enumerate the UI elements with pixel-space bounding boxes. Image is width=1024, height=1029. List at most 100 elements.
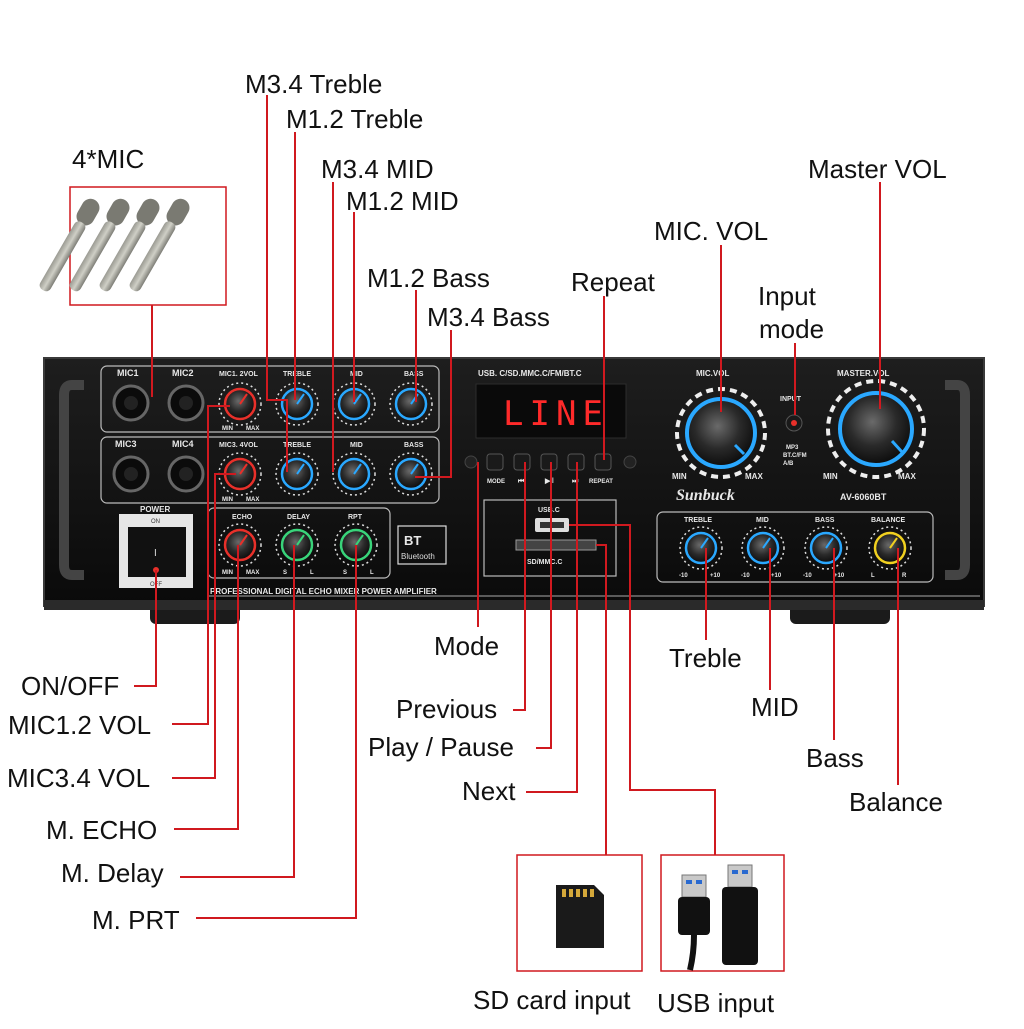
label-bass-tone: BASS — [815, 517, 835, 524]
leader-play-pause — [536, 462, 552, 749]
label-rpt: RPT — [348, 514, 363, 521]
label-mid-1: MID — [350, 371, 363, 378]
label-mic-vol-max: MAX — [745, 472, 763, 481]
master-vol-knob[interactable] — [838, 391, 914, 467]
mode-button[interactable] — [486, 453, 504, 471]
label-mic1: MIC1 — [117, 368, 139, 378]
label-sd-mmc: SD/MMC.C — [527, 559, 562, 566]
leader-echo — [174, 545, 239, 830]
echo-knob-scale — [218, 523, 262, 567]
callout-mic34-vol: MIC3.4 VOL — [7, 763, 151, 793]
callout-input-mode-2: mode — [759, 314, 825, 344]
mic1-jack-hole — [124, 396, 138, 410]
label-input-mp3: MP3 — [786, 445, 799, 451]
label-max-2: MAX — [246, 497, 259, 503]
callout-bass: Bass — [806, 743, 864, 773]
callout-m12-bass: M1.2 Bass — [367, 263, 490, 293]
play-pause-button[interactable] — [540, 453, 558, 471]
leader-m34-bass — [415, 330, 452, 478]
callout-mic-vol: MIC. VOL — [654, 216, 769, 246]
callout-mode: Mode — [434, 631, 500, 661]
tone-section — [656, 511, 934, 583]
label-mic12vol: MIC1. 2VOL — [219, 371, 259, 378]
m34-bass-knob-scale — [389, 452, 433, 496]
tone-treble-knob-pointer — [700, 537, 709, 549]
leader-mic34-vol — [172, 473, 236, 779]
tone-bass-max: +10 — [834, 573, 845, 579]
bt-text: BT — [404, 533, 421, 548]
callout-sd-input: SD card input — [473, 985, 631, 1015]
callout-repeat: Repeat — [571, 267, 655, 297]
input-mode-led — [791, 420, 797, 426]
tone-balance-knob-scale — [868, 526, 912, 570]
tone-mid-min: -10 — [741, 573, 750, 579]
callout-master-vol: Master VOL — [808, 154, 947, 184]
mic12-section — [100, 365, 440, 433]
mic2-jack-hole — [179, 396, 193, 410]
label-delay: DELAY — [287, 514, 310, 521]
callout-m34-treble: M3.4 Treble — [245, 69, 383, 99]
label-on: ON — [151, 519, 160, 525]
brand-logo: Sunbuck — [676, 487, 735, 504]
button-left-blank — [464, 455, 478, 469]
tone-treble-max: +10 — [710, 573, 721, 579]
bluetooth-badge — [397, 525, 447, 565]
footer-text: PROFESSIONAL DIGITAL ECHO MIXER POWER AM… — [210, 587, 437, 596]
label-rpt-s: S — [343, 570, 347, 576]
label-delay-s: S — [283, 570, 287, 576]
leader-mic12-vol — [172, 405, 230, 725]
label-mid-tone: MID — [756, 517, 769, 524]
label-max-1: MAX — [246, 426, 259, 432]
callout-mid: MID — [751, 692, 799, 722]
mic-vol-pointer — [733, 443, 746, 456]
power-switch-mark: I — [154, 548, 157, 559]
label-power: POWER — [140, 505, 170, 514]
callout-previous: Previous — [396, 694, 498, 724]
label-master-vol: MASTER.VOL — [837, 369, 890, 378]
rpt-knob-pointer — [355, 534, 364, 546]
mic34-section — [100, 436, 440, 504]
label-echo: ECHO — [232, 514, 253, 521]
delay-knob-scale — [275, 523, 319, 567]
callout-m34-mid: M3.4 MID — [321, 154, 434, 184]
label-input-ab: A/B — [783, 461, 794, 467]
callout-play-pause: Play / Pause — [368, 732, 514, 762]
label-input-btfm: BT.C/FM — [783, 453, 807, 459]
m34-mid-knob-pointer — [353, 463, 362, 475]
label-mic-vol-min: MIN — [672, 472, 687, 481]
previous-button[interactable] — [513, 453, 531, 471]
leader-next — [526, 462, 578, 793]
leader-usb — [569, 524, 716, 855]
label-echo-max: MAX — [246, 570, 259, 576]
usb-icon — [678, 864, 758, 971]
label-echo-min: MIN — [222, 570, 233, 576]
callout-usb-input: USB input — [657, 988, 775, 1018]
label-master-vol-min: MIN — [823, 472, 838, 481]
led-display — [475, 383, 627, 439]
label-repeat-btn: REPEAT — [589, 479, 613, 485]
master-vol-pointer — [890, 439, 904, 454]
label-bass-1: BASS — [404, 371, 424, 378]
panel-bottom-edge — [44, 600, 984, 610]
label-usb-c: USB.C — [538, 507, 560, 514]
tone-mid-knob-scale — [741, 526, 785, 570]
m12-treble-knob-scale — [275, 382, 319, 426]
label-treble-1: TREBLE — [283, 371, 311, 378]
callout-m-prt: M. PRT — [92, 905, 180, 935]
label-mic34vol: MIC3. 4VOL — [219, 442, 259, 449]
echo-knob-pointer — [239, 534, 248, 546]
label-mode-btn: MODE — [487, 479, 505, 485]
label-mic3: MIC3 — [115, 439, 137, 449]
m34-treble-knob-pointer — [296, 463, 305, 475]
mic12-vol-knob-pointer — [239, 393, 248, 405]
handle-left — [59, 380, 84, 580]
label-delay-l: L — [310, 570, 314, 576]
callout-mic12-vol: MIC1.2 VOL — [8, 710, 152, 740]
callout-next: Next — [462, 776, 516, 806]
label-min-1: MIN — [222, 426, 233, 432]
callout-treble: Treble — [669, 643, 742, 673]
tone-mid-knob-pointer — [762, 537, 771, 549]
label-mic2: MIC2 — [172, 368, 194, 378]
sd-card-slot[interactable] — [515, 539, 597, 551]
m12-treble-knob-pointer — [296, 393, 305, 405]
